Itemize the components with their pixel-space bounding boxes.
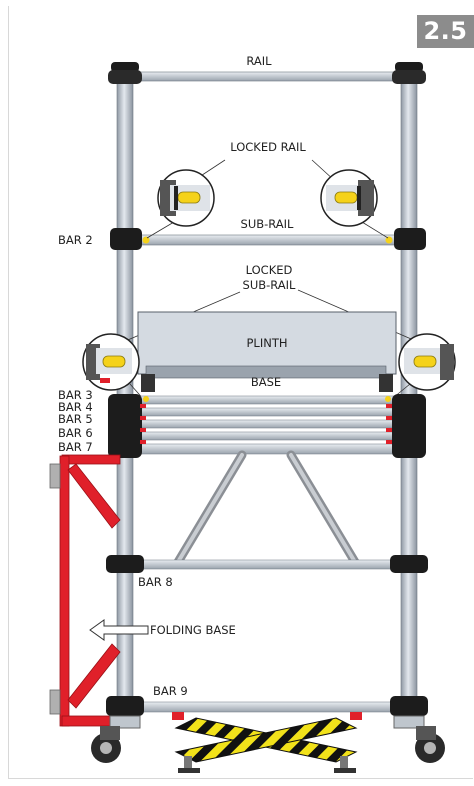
bar9-red-stop-left	[172, 712, 184, 720]
rail-label: RAIL	[246, 54, 272, 68]
plinth-right-support	[379, 374, 393, 392]
plinth-left-support	[141, 374, 155, 392]
sub-rail-bar	[127, 234, 407, 246]
plinth-inner	[145, 365, 387, 379]
locked-rail-label: LOCKED RAIL	[230, 140, 306, 154]
bar-4-label: BAR 4	[58, 400, 93, 414]
sub-rail-label: SUB-RAIL	[241, 217, 295, 231]
hazard-outrigger	[174, 717, 358, 773]
wheel-left	[91, 715, 141, 763]
magnifier-link-right	[361, 221, 389, 239]
locked-subrail-detail-right	[398, 333, 456, 391]
bar2-left-clamp	[110, 228, 142, 250]
brace-right-highlight	[289, 453, 357, 564]
plinth-label: PLINTH	[246, 336, 287, 350]
top-right-cap	[395, 62, 423, 72]
bar-5-label: BAR 5	[58, 412, 93, 426]
brace-left-highlight	[176, 453, 244, 564]
bar-6-label: BAR 6	[58, 426, 93, 440]
rail-bar	[127, 71, 407, 82]
locked-subrail-detail-left	[82, 333, 140, 391]
folding-base-arrow	[89, 619, 149, 641]
bar-7-label: BAR 7	[58, 440, 93, 454]
bar8-right-clamp	[390, 555, 428, 573]
bar2-left-lock	[142, 236, 150, 244]
step-badge: 2.5	[417, 15, 474, 48]
bar-9	[125, 701, 407, 713]
magnifier-link-left	[146, 221, 175, 239]
folding-base	[49, 454, 121, 727]
bar-3-label: BAR 3	[58, 388, 93, 402]
top-right-clamp	[392, 70, 426, 84]
bar9-right-clamp	[390, 696, 428, 716]
bar-8	[129, 559, 403, 570]
bar9-left-clamp	[106, 696, 144, 716]
locked-sub-rail-label-2: SUB-RAIL	[243, 278, 297, 292]
base-label: BASE	[251, 375, 281, 389]
plinth-box	[137, 311, 397, 375]
folding-base-label: FOLDING BASE	[150, 623, 236, 637]
right-pole	[400, 71, 418, 713]
top-left-clamp	[108, 70, 142, 84]
bar9-red-stop-right	[350, 712, 362, 720]
locked-rail-detail-right	[320, 169, 378, 227]
bar-2-label: BAR 2	[58, 233, 93, 247]
left-pole	[116, 71, 134, 713]
top-left-cap	[111, 62, 139, 72]
wheel-right	[393, 715, 445, 763]
locked-sub-rail-label-1: LOCKED	[246, 263, 293, 277]
figure-frame	[8, 6, 473, 779]
bars-3-to-7	[108, 394, 426, 458]
bar-9-label: BAR 9	[153, 684, 188, 698]
bar8-left-clamp	[106, 555, 144, 573]
bar2-right-lock	[385, 236, 393, 244]
bar-8-label: BAR 8	[138, 575, 173, 589]
locked-rail-detail-left	[157, 169, 215, 227]
bar2-right-clamp	[394, 228, 426, 250]
